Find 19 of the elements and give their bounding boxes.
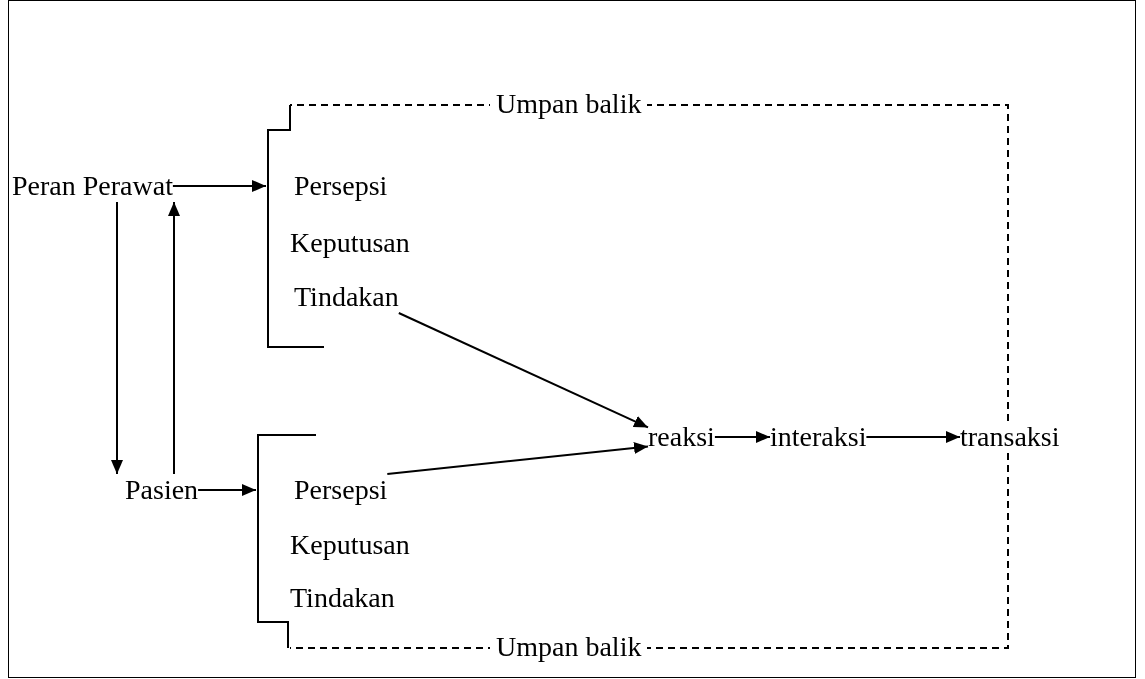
arrow	[111, 201, 123, 475]
arrow	[397, 312, 649, 429]
arrow	[865, 431, 961, 443]
text-label: Peran Perawat	[12, 170, 173, 202]
text-label: Tindakan	[294, 281, 399, 313]
text-label: reaksi	[648, 421, 715, 453]
arrow	[168, 201, 180, 475]
text-label: Tindakan	[290, 582, 395, 614]
text-label: Pasien	[125, 474, 199, 506]
text-label: Persepsi	[294, 474, 388, 506]
text-label: Keputusan	[290, 227, 410, 259]
text-label: Keputusan	[290, 529, 410, 561]
arrow	[713, 431, 771, 443]
arrow	[171, 180, 267, 192]
text-label: transaksi	[960, 421, 1060, 453]
text-label: interaksi	[770, 421, 867, 453]
arrow	[386, 442, 649, 475]
text-label: Persepsi	[294, 170, 388, 202]
arrow	[197, 484, 257, 496]
